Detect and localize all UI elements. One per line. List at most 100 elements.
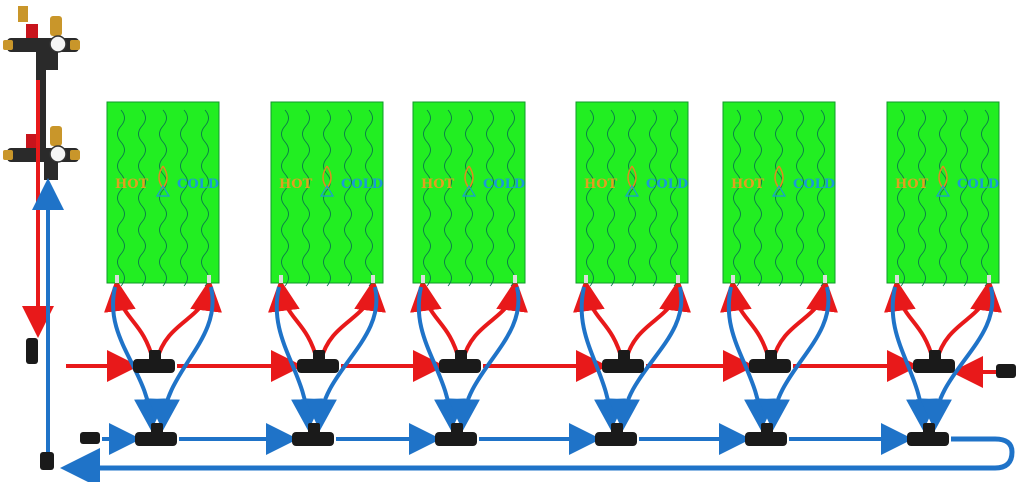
supply-tee-branch-3 (455, 350, 467, 362)
brand-cold-text: COLD (957, 177, 999, 192)
panel-coil (670, 109, 678, 287)
panel-return-right (919, 286, 995, 431)
supply-tee-branch-6 (929, 350, 941, 362)
panel-port-left (115, 275, 119, 283)
panel-port-left (584, 275, 588, 283)
panel-return-left (579, 286, 627, 431)
panel-coil (918, 109, 926, 287)
panel-port-right (371, 275, 375, 283)
supply-tee-4 (602, 359, 644, 373)
brand-cold-text: COLD (646, 177, 688, 192)
return-loop (60, 436, 1015, 482)
panel-feed-left (720, 279, 771, 361)
panel-coil (323, 109, 331, 287)
panel-coil (897, 109, 905, 287)
flame-logo-icon (464, 165, 474, 190)
return-tee-2 (292, 432, 334, 446)
panel-feed-left (104, 279, 155, 361)
pipe-network (22, 80, 1016, 482)
brand-hot-text: HOT (731, 177, 765, 192)
snowflake-logo-icon (461, 184, 477, 197)
snowflake-logo-icon (155, 184, 171, 197)
panel-feed-right (771, 279, 838, 361)
brand-cold-text: COLD (341, 177, 383, 192)
snowflake-logo-icon (771, 184, 787, 197)
snowflake-logo-icon (319, 184, 335, 197)
panel-coil (754, 109, 762, 287)
return-tee-6 (907, 432, 949, 446)
supply-end-cap (996, 364, 1016, 378)
brand-hot-text: HOT (584, 177, 618, 192)
supply-tee-1 (133, 359, 175, 373)
brand-hot-text: HOT (279, 177, 313, 192)
panel-board (412, 101, 526, 284)
heating-panel-5: HOT COLD (722, 101, 836, 287)
panel-port-left (279, 275, 283, 283)
return-elbow (40, 452, 54, 470)
panel-port-left (895, 275, 899, 283)
return-tee-4 (595, 432, 637, 446)
return-tee-3 (435, 432, 477, 446)
air-vent (18, 6, 28, 22)
panel-feed-right (624, 279, 691, 361)
panel-port-right (676, 275, 680, 283)
flame-logo-icon (158, 165, 168, 190)
panel-return-left (890, 286, 939, 431)
brand-hot-text: HOT (421, 177, 455, 192)
panel-coil (138, 109, 146, 287)
supply-tee-branch-4 (618, 350, 630, 362)
panel-coil (365, 109, 373, 287)
panel-return-left (274, 286, 324, 431)
panel-coil (281, 109, 289, 287)
panel-coil (507, 109, 515, 287)
panel-coil (465, 109, 473, 287)
panel-coil (960, 109, 968, 287)
panel-feed-right (461, 279, 528, 361)
brand-cold-text: COLD (793, 177, 835, 192)
panel-coil (486, 109, 494, 287)
panel-coil (775, 109, 783, 287)
brand-cold-text: COLD (483, 177, 525, 192)
return-tee-5 (745, 432, 787, 446)
manifold-assembly (3, 6, 80, 180)
panel-coil (817, 109, 825, 287)
return-tee-branch-1 (151, 423, 163, 435)
panel-coil (649, 109, 657, 287)
supply-tee-branch-2 (313, 350, 325, 362)
flame-logo-icon (627, 165, 637, 190)
panel-coil (628, 109, 636, 287)
panel-return-right (147, 286, 215, 431)
panel-board (886, 101, 1000, 284)
panel-coil (444, 109, 452, 287)
panel-port-left (731, 275, 735, 283)
panel-port-right (823, 275, 827, 283)
panel-feed-left (573, 279, 624, 361)
panel-feed-right (155, 279, 222, 361)
panel-coil (344, 109, 352, 287)
panel-return-left (726, 286, 777, 431)
panel-port-right (513, 275, 517, 283)
panel-board (722, 101, 836, 284)
return-tee-1 (135, 432, 177, 446)
supply-tee-5 (749, 359, 791, 373)
panel-coil (302, 109, 310, 287)
supply-tee-branch-5 (765, 350, 777, 362)
panel-coil (423, 109, 431, 287)
heating-panel-4: HOT COLD (575, 101, 689, 287)
panel-port-left (421, 275, 425, 283)
panel-port-right (987, 275, 991, 283)
manifold-body (36, 52, 46, 162)
snowflake-logo-icon (935, 184, 951, 197)
panel-return-right (447, 286, 521, 431)
supply-tee-branch-1 (149, 350, 161, 362)
supply-tee-3 (439, 359, 481, 373)
brand-hot-text: HOT (115, 177, 149, 192)
heating-panel-3: HOT COLD (412, 101, 526, 287)
flame-logo-icon (938, 165, 948, 190)
return-tee-branch-5 (761, 423, 773, 435)
panel-port-right (207, 275, 211, 283)
